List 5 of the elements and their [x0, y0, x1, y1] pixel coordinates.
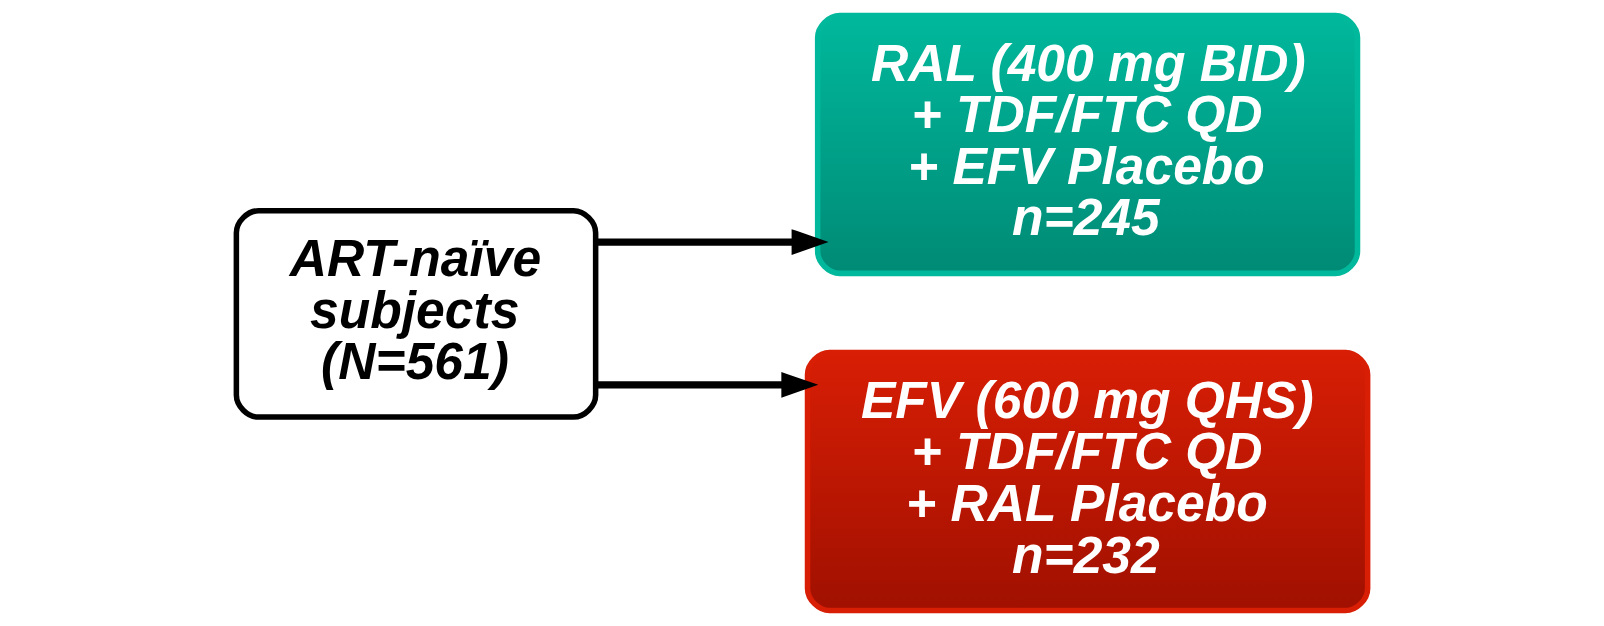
- arrow: [596, 371, 819, 398]
- node-box: ART-naïve subjects (N=561): [233, 207, 599, 420]
- node-box: RAL (400 mg BID) + TDF/FTC QD + EFV Placebo n=245: [814, 12, 1361, 277]
- node-box: EFV (600 mg QHS) + TDF/FTC QD + RAL Placebo n=232: [804, 349, 1371, 614]
- arrow: [596, 229, 829, 255]
